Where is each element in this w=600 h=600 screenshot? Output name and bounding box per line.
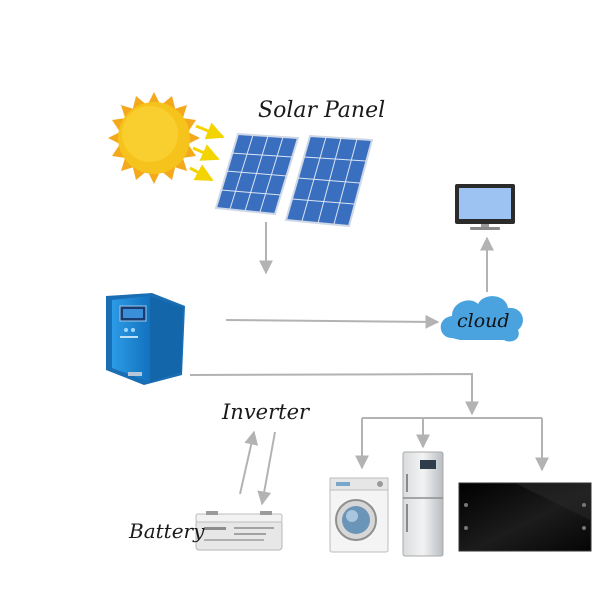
washing-machine-icon: [329, 477, 389, 553]
inverter-label: Inverter: [222, 400, 310, 424]
battery-icon: [195, 511, 283, 551]
sun-icon: [108, 92, 200, 184]
monitor-icon: [455, 184, 515, 230]
tv-icon: [458, 482, 592, 552]
solar-panel-icon: [214, 132, 374, 228]
solar-panel-label: Solar Panel: [258, 98, 386, 123]
sun-rays: [189, 122, 225, 182]
cloud-icon: [440, 296, 523, 342]
battery-label: Battery: [129, 519, 205, 543]
inverter-icon: [106, 293, 185, 385]
refrigerator-icon: [402, 451, 444, 557]
connector-arrows: [189, 222, 549, 506]
cloud-label: cloud: [457, 310, 510, 332]
